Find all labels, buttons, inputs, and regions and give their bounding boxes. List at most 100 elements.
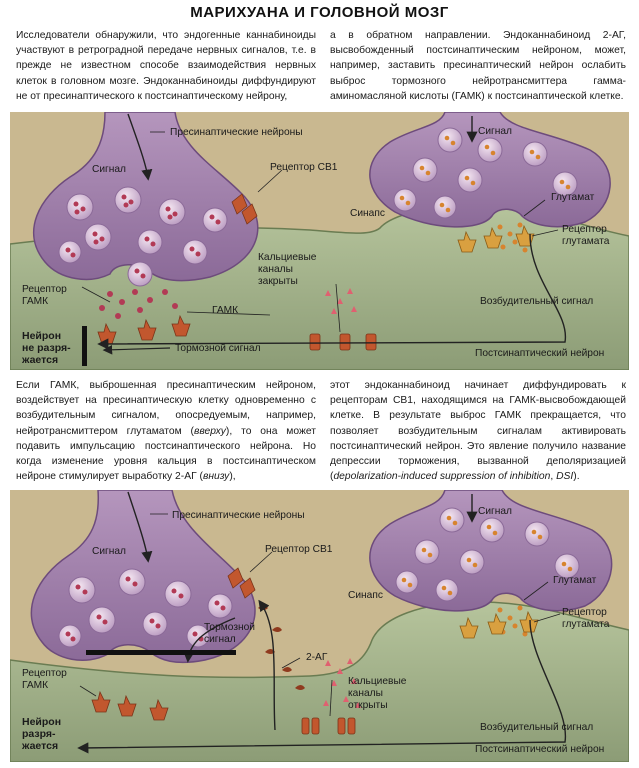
label-neuron-firing: Нейрон разря- жается <box>22 716 62 752</box>
label-inhibitory-signal: Тормозной сигнал <box>175 343 261 354</box>
label-neuron-not-firing: Нейрон не разря- жается <box>22 330 71 366</box>
label-glutamate: Глутамат <box>551 192 595 203</box>
glutamate-vesicle <box>437 127 463 153</box>
glutamate-vesicle <box>459 549 485 575</box>
glutamate-vesicle <box>524 521 550 547</box>
paragraph-2-left: Если ГАМК, выброшенная пресинаптическим … <box>16 380 316 483</box>
cb1-receptor <box>227 567 256 599</box>
label-presynaptic-neurons: Пресинаптические нейроны <box>170 127 303 138</box>
signal-arrow-left <box>127 491 153 563</box>
gaba-vesicle <box>84 223 112 251</box>
label-signal-left: Сигнал <box>92 546 126 557</box>
label-gaba-receptor: Рецептор ГАМК <box>22 668 67 691</box>
glutamate-receptors <box>459 610 539 639</box>
block-bar <box>86 650 236 655</box>
gaba-vesicle <box>158 198 186 226</box>
label-gaba-receptor: Рецептор ГАМК <box>22 284 67 307</box>
glutamate-vesicle <box>477 137 503 163</box>
label-excitatory-signal: Возбудительный сигнал <box>480 722 594 733</box>
gaba-vesicle <box>186 624 210 648</box>
calcium-ions <box>325 288 357 314</box>
glutamate-vesicles <box>393 127 578 219</box>
gaba-vesicle <box>207 593 233 619</box>
gaba-molecules <box>99 289 178 319</box>
label-calcium-channels-closed: Кальциевые каналы закрыты <box>258 252 317 287</box>
glutamate-vesicle <box>554 553 580 579</box>
glutamate-vesicle <box>433 195 457 219</box>
glutamate-vesicle <box>552 171 578 197</box>
gaba-vesicle <box>164 580 192 608</box>
glutamate-vesicle <box>393 188 417 212</box>
label-glutamate-receptor: Рецептор глутамата <box>562 224 610 247</box>
label-inhibitory-signal: Тормозной сигнал <box>204 622 255 645</box>
label-presynaptic-neurons: Пресинаптические нейроны <box>172 510 305 521</box>
calcium-channels-open <box>301 717 356 735</box>
paragraph-1-left: Исследователи обнаружили, что эндогенные… <box>16 30 316 102</box>
gaba-vesicle <box>58 240 82 264</box>
gaba-vesicle-dots <box>65 194 221 279</box>
block-bar <box>82 326 87 366</box>
gaba-vesicle <box>58 624 82 648</box>
label-synapse: Синапс <box>350 208 385 219</box>
signal-arrow-left <box>127 113 153 181</box>
paragraph-1-right: а в обратном направлении. Эндоканнабинои… <box>330 30 626 102</box>
label-signal-left: Сигнал <box>92 164 126 175</box>
label-gaba: ГАМК <box>212 305 239 316</box>
glutamate-vesicle-dots <box>401 515 573 596</box>
diagram-inhibition-svg <box>10 112 629 370</box>
gaba-vesicle <box>88 606 116 634</box>
diagram-panel-inhibition: Пресинаптические нейроны Сигнал Сигнал Р… <box>10 112 629 370</box>
glutamate-receptors <box>457 224 535 253</box>
gaba-receptors <box>91 690 169 721</box>
label-signal-right: Сигнал <box>478 506 512 517</box>
label-cb1-receptor: Рецептор CB1 <box>270 162 338 173</box>
gaba-vesicle <box>142 611 168 637</box>
excitatory-signal-arrow <box>97 233 567 350</box>
gaba-vesicles <box>58 568 233 648</box>
calcium-ions <box>323 658 361 708</box>
gaba-vesicle <box>68 576 96 604</box>
inhibitory-signal-arrow <box>102 344 171 355</box>
gaba-vesicle <box>137 229 163 255</box>
diagram-dsi-svg <box>10 490 629 762</box>
label-cb1-receptor: Рецептор CB1 <box>265 544 333 555</box>
glutamate-vesicle <box>435 578 459 602</box>
label-postsynaptic-neuron: Постсинаптический нейрон <box>475 744 605 755</box>
gaba-vesicle <box>114 186 142 214</box>
paragraph-2-right: этот эндоканнабиноид начинает диффундиро… <box>330 380 626 483</box>
gaba-vesicle <box>127 261 153 287</box>
glutamate-vesicle <box>522 141 548 167</box>
label-excitatory-signal: Возбудительный сигнал <box>480 296 594 307</box>
glutamate-vesicle <box>395 570 419 594</box>
gaba-vesicle <box>182 239 208 265</box>
glutamate-vesicles <box>395 507 580 602</box>
presynaptic-terminal-right <box>369 112 611 228</box>
glutamate-vesicle <box>439 507 465 533</box>
page-title: МАРИХУАНА И ГОЛОВНОЙ МОЗГ <box>190 4 449 21</box>
diagram-panel-dsi: Пресинаптические нейроны Сигнал Сигнал Р… <box>10 490 629 762</box>
two-ag-arrow <box>258 599 276 731</box>
gaba-vesicle-dots <box>65 576 226 642</box>
calcium-channels-closed <box>309 333 377 351</box>
label-calcium-channels-open: Кальциевые каналы открыты <box>348 676 407 711</box>
excitatory-signal-arrow <box>77 619 567 754</box>
gaba-vesicle <box>202 207 228 233</box>
label-glutamate-receptor: Рецептор глутамата <box>562 607 610 630</box>
gaba-vesicle <box>118 568 146 596</box>
label-signal-right: Сигнал <box>478 126 512 137</box>
label-postsynaptic-neuron: Постсинаптический нейрон <box>475 348 605 359</box>
gaba-vesicles <box>58 186 228 287</box>
gaba-vesicle <box>66 193 94 221</box>
glutamate-molecules <box>497 605 528 637</box>
glutamate-vesicle <box>414 539 440 565</box>
glutamate-molecules <box>497 222 528 253</box>
label-two-ag: 2-АГ <box>306 652 328 663</box>
presynaptic-terminal-right <box>369 490 613 612</box>
glutamate-vesicle-dots <box>399 135 571 213</box>
glutamate-vesicle <box>412 157 438 183</box>
label-synapse: Синапс <box>348 590 383 601</box>
label-glutamate: Глутамат <box>553 575 597 586</box>
glutamate-vesicle <box>479 517 505 543</box>
cb1-receptor <box>231 193 258 225</box>
